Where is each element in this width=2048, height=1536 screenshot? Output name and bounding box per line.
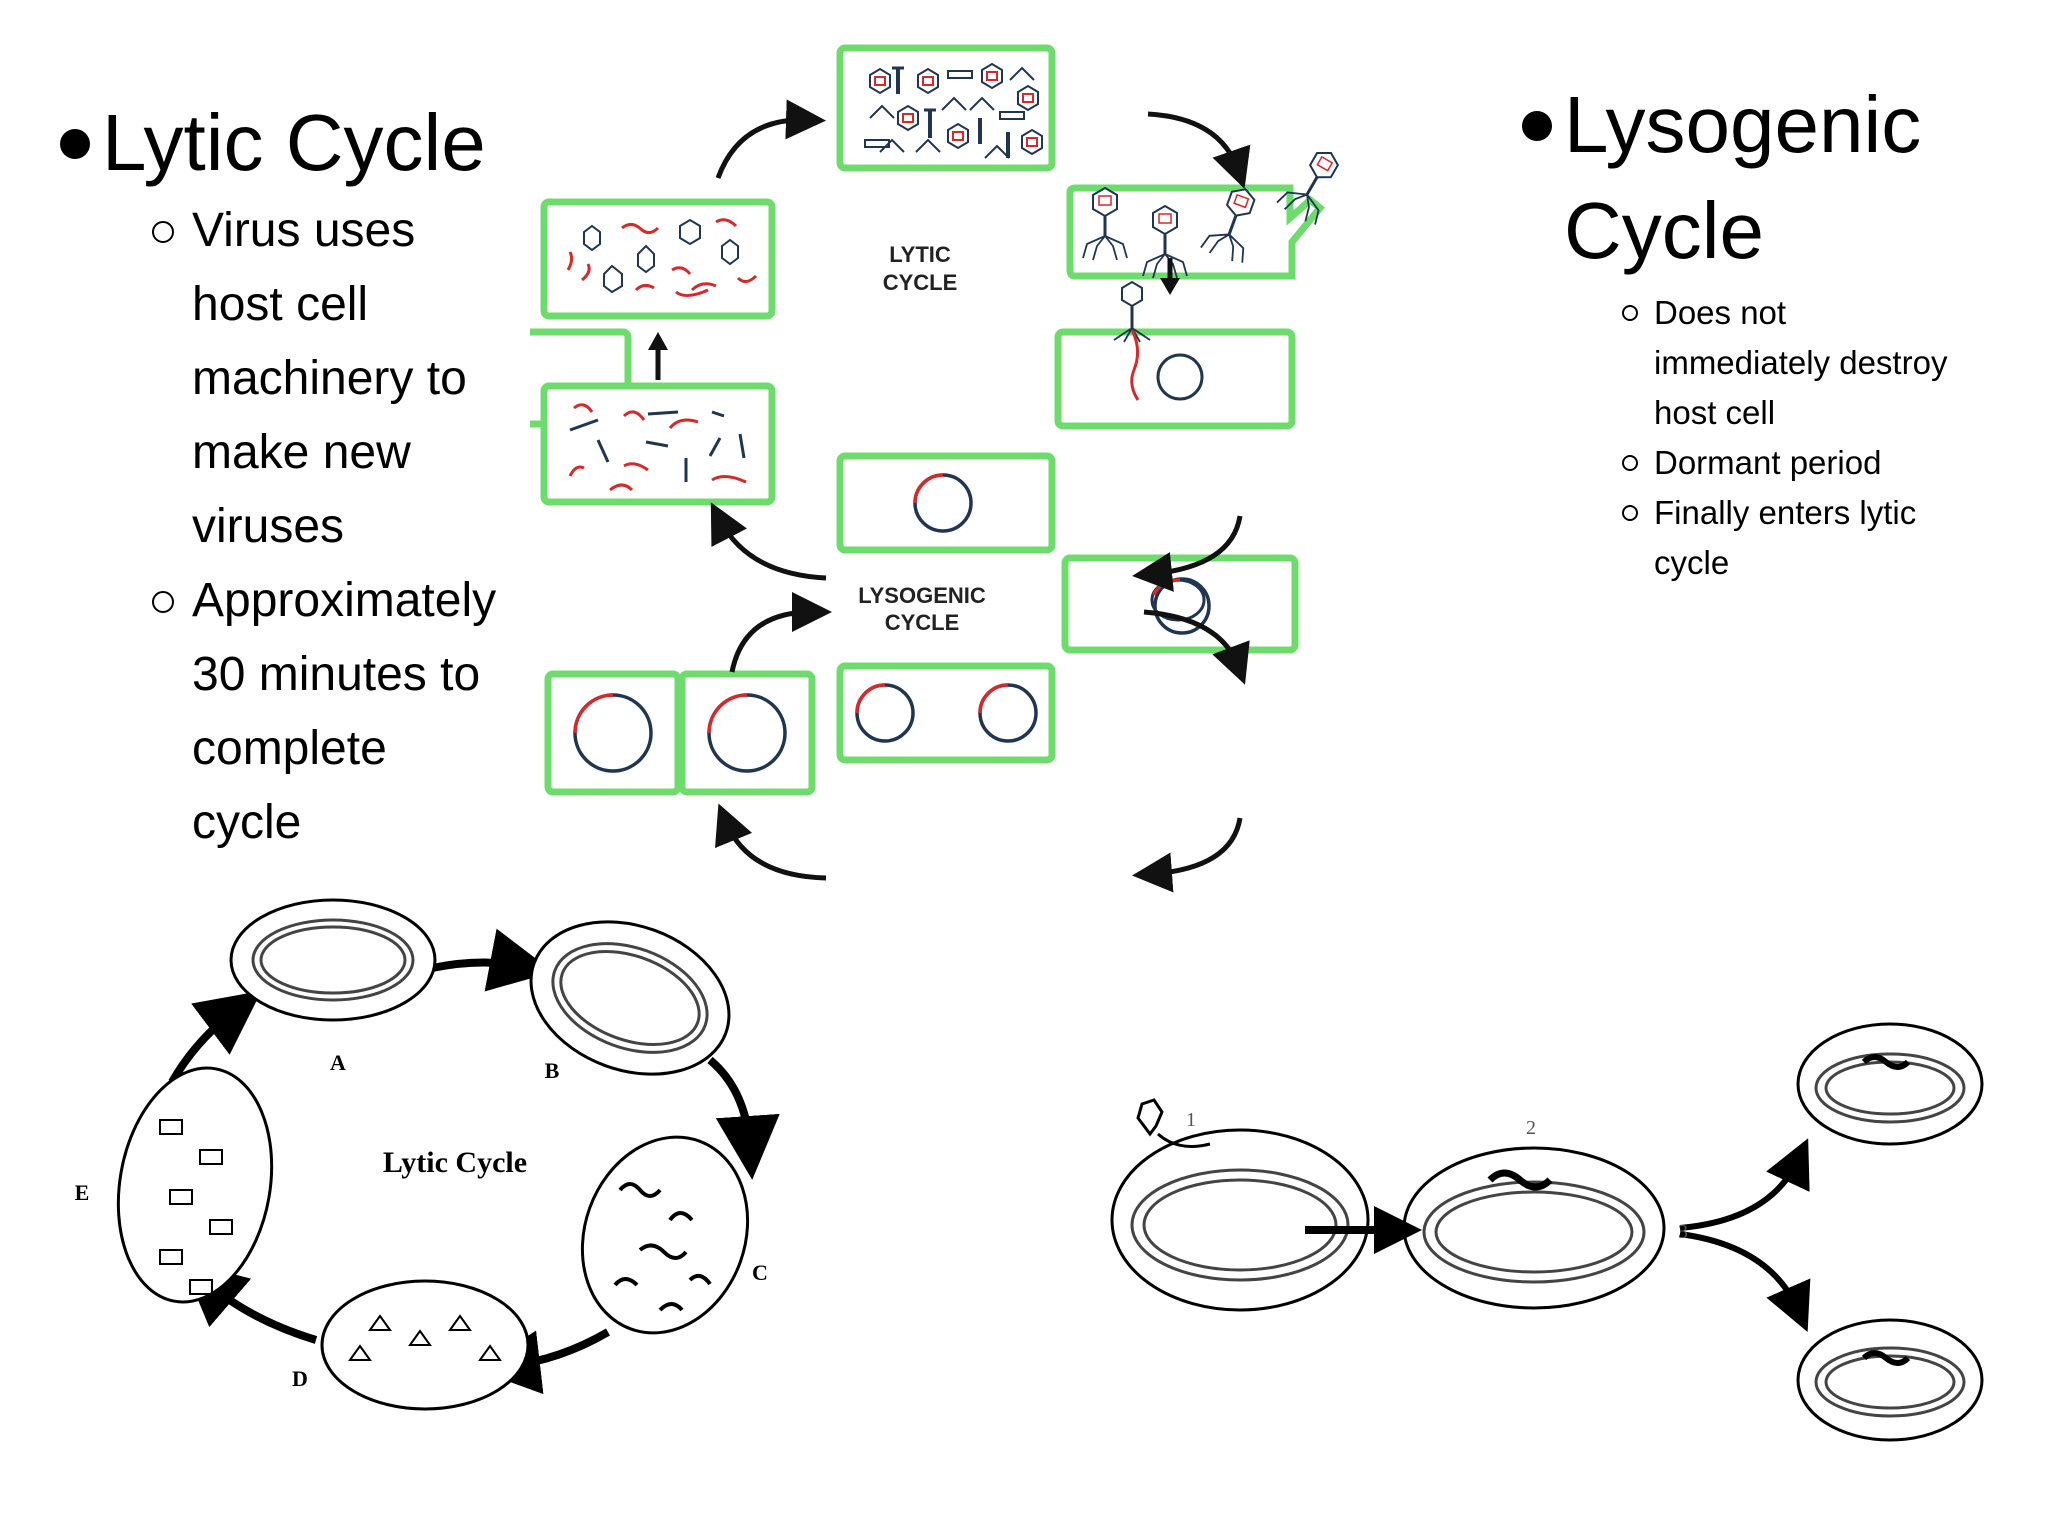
- lysogenic-label-line1: LYSOGENIC: [858, 583, 986, 608]
- lytic-text-block: Lytic Cycle Virus uses host cell machine…: [60, 90, 530, 860]
- cell-c: [580, 1135, 750, 1335]
- bullet-dot-icon: [1522, 110, 1552, 141]
- lytic-label-line1: LYTIC: [889, 242, 951, 267]
- step-label-3: 3: [1678, 1221, 1688, 1243]
- capsid-icon: [583, 218, 739, 294]
- stage-label-c: C: [752, 1260, 768, 1285]
- lysogenic-label-line2: CYCLE: [885, 610, 960, 635]
- lysogenic-cycle-sketch: 1 2 3: [1110, 1022, 1984, 1442]
- cell-b: [529, 920, 731, 1076]
- lytic-lysogenic-diagram-left: [540, 198, 816, 796]
- cell-integrated-box: [836, 452, 1056, 554]
- bullet-ring-icon: [1622, 305, 1638, 321]
- phage-parts-icon: [864, 62, 1043, 159]
- bullet-ring-icon: [1622, 505, 1638, 521]
- stage-label-a: A: [330, 1050, 346, 1075]
- bullet-ring-icon: [152, 221, 174, 243]
- bullet-ring-icon: [1622, 455, 1638, 471]
- lytic-label-line2: CYCLE: [883, 270, 958, 295]
- lysogenic-bullets: Does not immediately destroy host cell D…: [1622, 288, 2022, 588]
- cell-assembly-box: [836, 44, 1056, 172]
- cell-division-box: [836, 662, 1056, 764]
- cell-daughter-box-1: [544, 670, 682, 796]
- cell-e: [116, 1066, 274, 1304]
- lytic-bullet-1: Virus uses host cell machinery to make n…: [152, 194, 530, 564]
- step-label-1: 1: [1186, 1109, 1196, 1131]
- stage-label-b: B: [545, 1058, 560, 1083]
- cell-2: [1402, 1146, 1666, 1310]
- lytic-bullet-2: Approximately 30 minutes to complete cyc…: [152, 564, 530, 860]
- stage-label-e: E: [75, 1180, 90, 1205]
- phage-icon: [1136, 1098, 1211, 1148]
- lytic-cycle-sketch: A B C D E Lytic Cycle: [75, 898, 780, 1411]
- lysogenic-heading-line2: Cycle: [1564, 186, 1765, 275]
- lysogenic-heading: Lysogenic: [1522, 72, 2022, 178]
- stage-label-d: D: [292, 1366, 308, 1391]
- step-label-2: 2: [1526, 1117, 1536, 1139]
- cell-lysis-box: [1066, 184, 1325, 280]
- lysogenic-bullet-3: Finally enters lytic cycle: [1622, 488, 2022, 588]
- lysogenic-text-block: Lysogenic Cycle Does not immediately des…: [1522, 72, 2022, 588]
- lytic-bullets: Virus uses host cell machinery to make n…: [152, 194, 530, 860]
- lytic-sketch-title: Lytic Cycle: [383, 1146, 527, 1179]
- cell-prophage-box: [1061, 554, 1299, 654]
- phage-icon: [1113, 280, 1151, 401]
- lysogenic-bullet-1: Does not immediately destroy host cell: [1622, 288, 2022, 438]
- cell-injection-box: [1054, 328, 1296, 430]
- bullet-ring-icon: [152, 591, 174, 613]
- lysogenic-bullet-2: Dormant period: [1622, 438, 2022, 488]
- bullet-dot-icon: [60, 128, 90, 159]
- lytic-heading: Lytic Cycle: [60, 90, 530, 196]
- cell-synthesis-box: [540, 198, 776, 320]
- cell-daughter-box-2: [678, 670, 816, 796]
- cell-1: [1110, 1128, 1370, 1312]
